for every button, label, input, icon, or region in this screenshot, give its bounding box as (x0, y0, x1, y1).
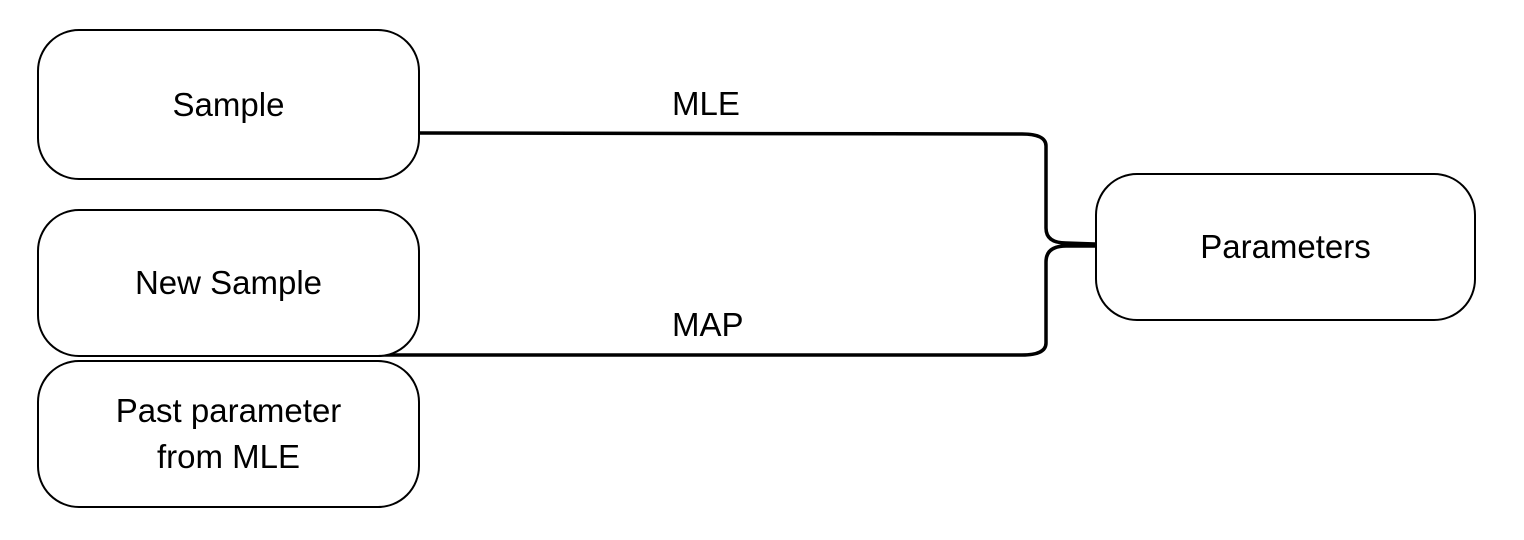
parameters-node-label: Parameters (1200, 228, 1371, 265)
map-edge-label: MAP (672, 306, 744, 343)
sample-node-label: Sample (172, 85, 285, 123)
past-parameter-node: Past parameter from MLE (37, 360, 420, 508)
parameters-node: Parameters (1095, 173, 1476, 321)
new-sample-node: New Sample (37, 209, 420, 357)
mle-edge-label: MLE (672, 85, 740, 122)
past-parameter-node-label: Past parameter from MLE (115, 392, 342, 475)
sample-node: Sample (37, 29, 420, 180)
new-sample-node-label: New Sample (134, 264, 323, 301)
mle-connector-line (418, 131, 1097, 246)
